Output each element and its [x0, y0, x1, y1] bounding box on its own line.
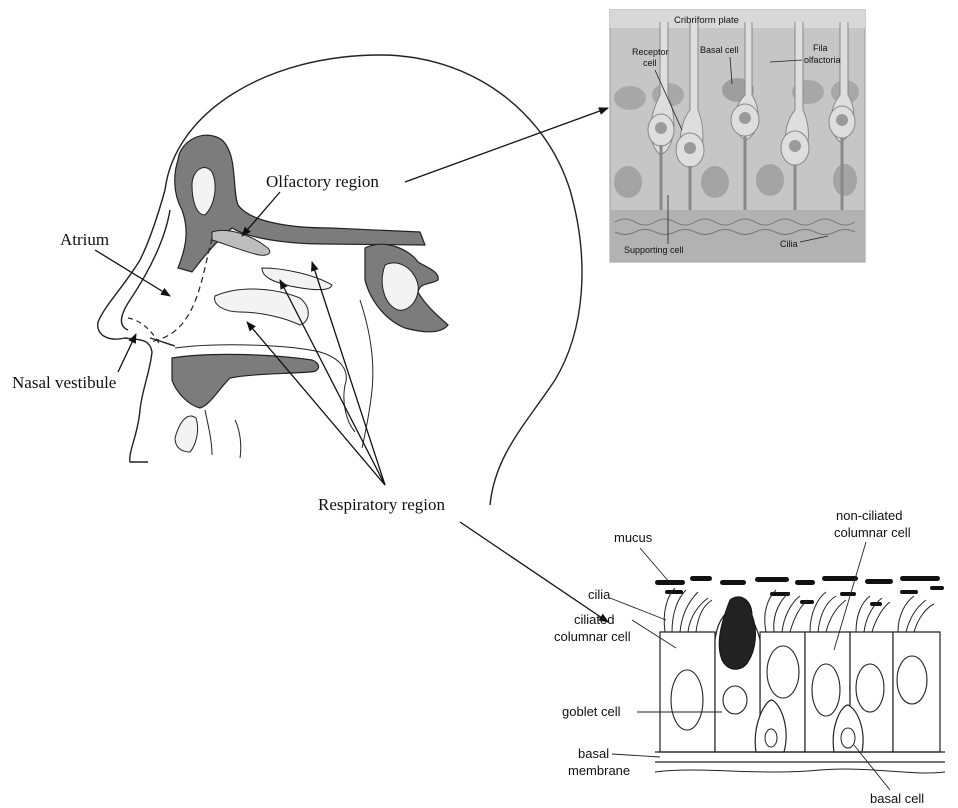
- ciliated-cell-label-2: columnar cell: [554, 629, 631, 644]
- olfactory-cilia-label: Cilia: [780, 239, 798, 249]
- olfactory-epithelium-inset: Cribriform plate Receptor cell Basal cel…: [610, 10, 865, 262]
- fila-olfactoria-label-1: Fila: [813, 43, 828, 53]
- nostril-curve: [150, 338, 175, 346]
- receptor-cell-label-2: cell: [643, 58, 657, 68]
- vestibule-pointer: [118, 334, 136, 372]
- superior-turbinate: [262, 268, 332, 290]
- respiratory-arrow-3: [247, 322, 385, 485]
- fila-olfactoria-label-2: olfactoria: [804, 55, 841, 65]
- olfactory-region-label: Olfactory region: [266, 172, 379, 191]
- respiratory-to-inset-arrow: [460, 522, 608, 622]
- non-ciliated-cell-label-1: non-ciliated: [836, 508, 903, 523]
- olfactory-to-inset-arrow: [405, 108, 608, 182]
- receptor-cell-label-1: Receptor: [632, 47, 669, 57]
- cilia-strands: [664, 588, 934, 632]
- cribriform-plate-label: Cribriform plate: [674, 15, 739, 26]
- head-sagittal-section: [98, 55, 582, 505]
- basal-membrane-label-2: membrane: [568, 763, 630, 778]
- pharynx-line: [360, 300, 373, 448]
- mucus-label: mucus: [614, 530, 653, 545]
- mucus-layer: [655, 576, 944, 606]
- goblet-cell-label: goblet cell: [562, 704, 621, 719]
- respiratory-arrow-2: [280, 280, 385, 485]
- nasal-vestibule-label: Nasal vestibule: [12, 373, 116, 392]
- respiratory-epithelium-inset: mucus non-ciliated columnar cell cilia c…: [554, 508, 945, 806]
- lower-jaw-line: [205, 410, 241, 458]
- supporting-cell-label: Supporting cell: [624, 245, 684, 255]
- basal-membrane-label-1: basal: [578, 746, 609, 761]
- non-ciliated-cell-label-2: columnar cell: [834, 525, 911, 540]
- respiratory-region-label: Respiratory region: [318, 495, 445, 514]
- cilia-label: cilia: [588, 587, 611, 602]
- basal-cell-label: basal cell: [870, 791, 924, 806]
- basal-cell-label: Basal cell: [700, 45, 739, 55]
- ciliated-cell-label-1: ciliated: [574, 612, 614, 627]
- goblet-mucin: [719, 597, 755, 669]
- atrium-pointer: [95, 250, 170, 296]
- basal-membrane: [655, 752, 945, 762]
- atrium-label: Atrium: [60, 230, 109, 249]
- lower-structure: [175, 416, 198, 452]
